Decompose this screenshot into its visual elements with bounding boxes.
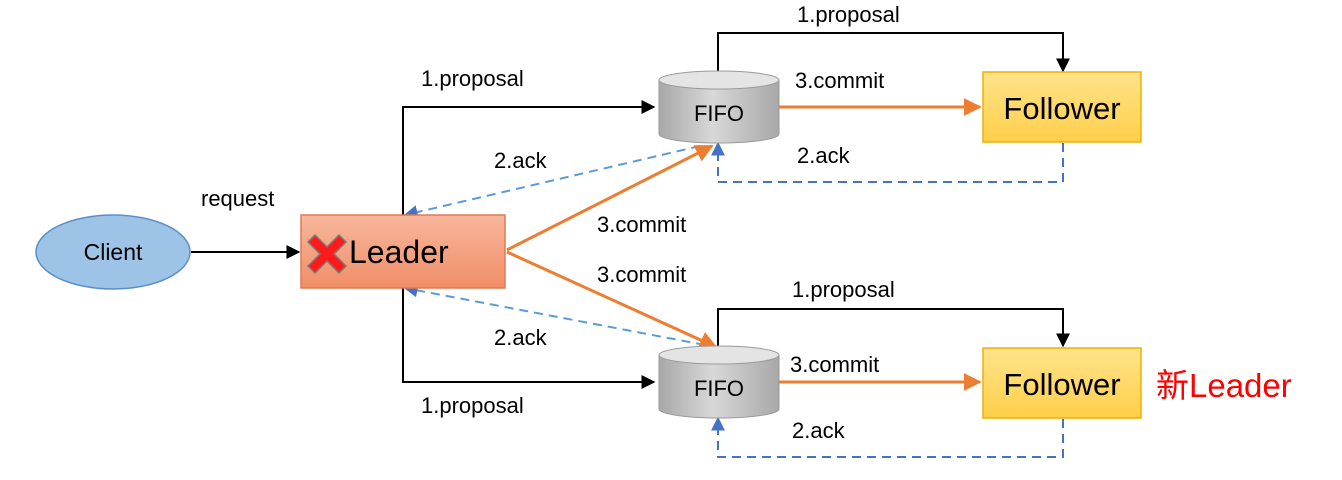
edge-label: 3.commit: [790, 352, 879, 377]
edge-label: 1.proposal: [797, 2, 900, 27]
edge-label: 2.ack: [792, 418, 846, 443]
bottom-fifo-proposal-arrow: [717, 308, 1070, 349]
edge-label: 1.proposal: [421, 66, 524, 91]
top-fifo-ack-arrow: [403, 145, 701, 219]
follower-label: Follower: [1003, 367, 1120, 402]
top-follower-ack-arrow: [711, 141, 1064, 183]
new-leader-annotation: 新Leader: [1156, 367, 1292, 404]
bottom-follower-ack-arrow: [711, 416, 1064, 458]
leader-label: Leader: [349, 234, 449, 270]
fifo-queue-bottom: FIFO: [658, 345, 780, 419]
top-leader-proposal-arrow: [402, 100, 656, 216]
edge-label: 2.ack: [494, 325, 548, 350]
follower-label: Follower: [1003, 91, 1120, 126]
edge-label: 3.commit: [597, 262, 686, 287]
follower-node-top: Follower: [982, 71, 1142, 143]
red-x-icon: [306, 233, 348, 275]
client-label: Client: [84, 239, 143, 265]
top-leader-commit-arrow: [506, 144, 714, 252]
edge-label: 3.commit: [597, 212, 686, 237]
fifo-queue-top: FIFO: [658, 70, 780, 144]
leader-node: Leader: [300, 214, 506, 289]
edge-label: 2.ack: [797, 143, 851, 168]
client-node: Client: [35, 214, 191, 290]
request-label: request: [201, 186, 274, 211]
fifo-label: FIFO: [694, 376, 744, 401]
edge-label: 3.commit: [795, 68, 884, 93]
top-fifo-proposal-arrow: [717, 32, 1070, 73]
edge-label: 1.proposal: [792, 277, 895, 302]
fifo-label: FIFO: [694, 101, 744, 126]
edge-label: 1.proposal: [421, 393, 524, 418]
edge-label: 2.ack: [494, 148, 548, 173]
bottom-leader-proposal-arrow: [402, 288, 656, 389]
follower-node-bottom: Follower: [982, 347, 1142, 419]
bottom-fifo-ack-arrow: [403, 283, 706, 346]
bottom-leader-commit-arrow: [506, 250, 718, 349]
